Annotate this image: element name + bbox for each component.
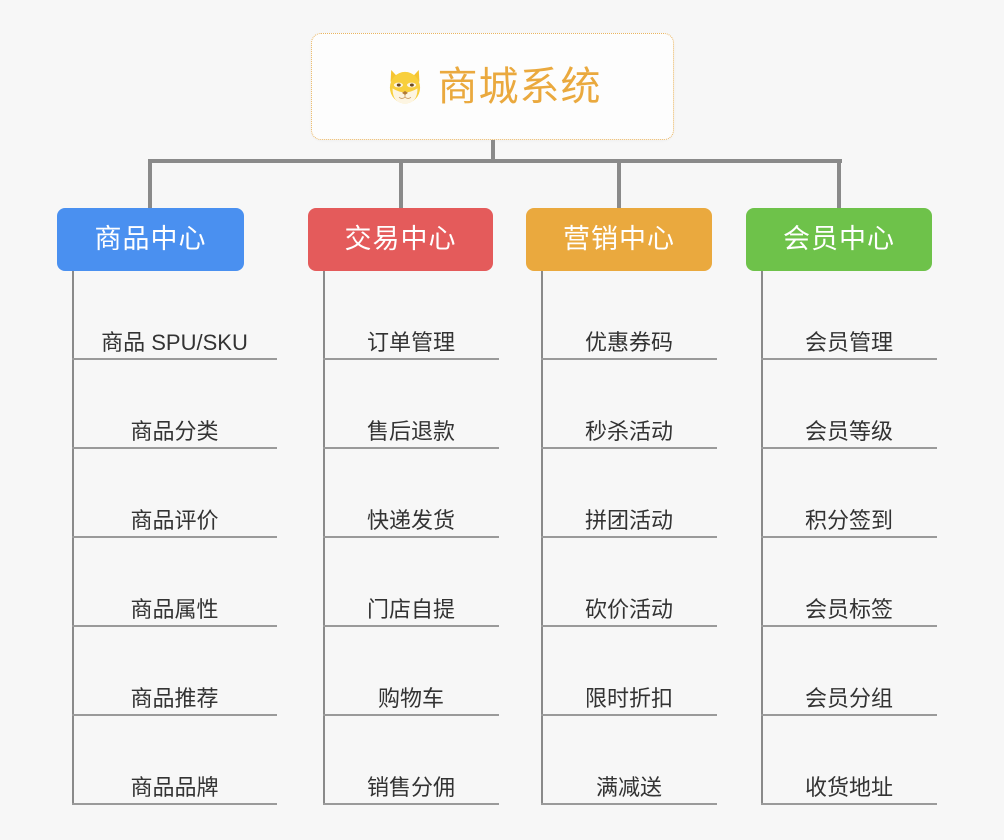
leaf-label: 订单管理 — [366, 329, 455, 355]
connector-drop-product-center — [148, 159, 152, 209]
leaf-label: 门店自提 — [366, 596, 455, 622]
leaf-label: 限时折扣 — [584, 685, 673, 711]
leaf-item[interactable]: 会员分组 — [761, 627, 937, 716]
category-label: 交易中心 — [344, 224, 457, 254]
leaf-label: 商品推荐 — [130, 685, 219, 711]
leaf-label: 会员等级 — [804, 418, 893, 444]
leaf-label: 会员标签 — [804, 596, 893, 622]
leaf-item[interactable]: 收货地址 — [761, 716, 937, 805]
leaf-label: 拼团活动 — [584, 507, 673, 533]
branch-trunk-line — [761, 271, 763, 805]
leaf-item[interactable]: 销售分佣 — [323, 716, 499, 805]
root-node-mall-system[interactable]: 商城系统 — [311, 33, 674, 140]
leaf-item[interactable]: 商品属性 — [72, 538, 277, 627]
connector-drop-marketing-center — [617, 159, 621, 209]
leaf-item[interactable]: 拼团活动 — [541, 449, 717, 538]
leaf-item[interactable]: 满减送 — [541, 716, 717, 805]
leaf-label: 收货地址 — [804, 774, 893, 800]
leaf-item[interactable]: 商品评价 — [72, 449, 277, 538]
leaf-label: 快递发货 — [366, 507, 455, 533]
category-label: 商品中心 — [94, 224, 207, 254]
leaf-label: 商品评价 — [130, 507, 219, 533]
leaf-item[interactable]: 快递发货 — [323, 449, 499, 538]
leaf-label: 会员分组 — [804, 685, 893, 711]
connector-root-stem — [491, 140, 495, 162]
leaf-item[interactable]: 商品推荐 — [72, 627, 277, 716]
connector-drop-trade-center — [399, 159, 403, 209]
leaf-item[interactable]: 会员管理 — [761, 271, 937, 360]
category-node-trade-center[interactable]: 交易中心 — [308, 208, 493, 271]
leaf-label: 购物车 — [377, 685, 444, 711]
leaf-label: 优惠券码 — [584, 329, 673, 355]
leaf-label: 满减送 — [595, 774, 662, 800]
leaf-item[interactable]: 商品分类 — [72, 360, 277, 449]
leaf-item[interactable]: 会员等级 — [761, 360, 937, 449]
category-node-product-center[interactable]: 商品中心 — [57, 208, 244, 271]
leaf-item[interactable]: 门店自提 — [323, 538, 499, 627]
leaf-item[interactable]: 限时折扣 — [541, 627, 717, 716]
leaf-item[interactable]: 积分签到 — [761, 449, 937, 538]
leaf-label: 商品 SPU/SKU — [101, 329, 248, 355]
leaf-label: 销售分佣 — [366, 774, 455, 800]
connector-drop-member-center — [837, 159, 841, 209]
leaf-item[interactable]: 订单管理 — [323, 271, 499, 360]
leaf-label: 砍价活动 — [584, 596, 673, 622]
category-node-marketing-center[interactable]: 营销中心 — [526, 208, 712, 271]
root-node-title: 商城系统 — [437, 64, 602, 109]
leaf-item[interactable]: 会员标签 — [761, 538, 937, 627]
branch-trunk-line — [323, 271, 325, 805]
leaf-label: 积分签到 — [804, 507, 893, 533]
root-node-content: 商城系统 — [384, 66, 602, 108]
leaf-item[interactable]: 售后退款 — [323, 360, 499, 449]
leaf-label: 秒杀活动 — [584, 418, 673, 444]
connector-horizontal-bar — [150, 159, 842, 163]
leaf-label: 售后退款 — [366, 418, 455, 444]
leaf-item[interactable]: 秒杀活动 — [541, 360, 717, 449]
leaf-item[interactable]: 购物车 — [323, 627, 499, 716]
leaf-label: 商品品牌 — [130, 774, 219, 800]
shiba-dog-face-emoji — [389, 69, 420, 104]
branch-trunk-line — [541, 271, 543, 805]
leaf-label: 会员管理 — [804, 329, 893, 355]
category-node-member-center[interactable]: 会员中心 — [746, 208, 932, 271]
leaf-label: 商品分类 — [130, 418, 219, 444]
leaf-item[interactable]: 优惠券码 — [541, 271, 717, 360]
leaf-item[interactable]: 砍价活动 — [541, 538, 717, 627]
branch-trunk-line — [72, 271, 74, 805]
category-label: 会员中心 — [783, 224, 895, 254]
leaf-label: 商品属性 — [130, 596, 219, 622]
leaf-item[interactable]: 商品 SPU/SKU — [72, 271, 277, 360]
leaf-item[interactable]: 商品品牌 — [72, 716, 277, 805]
category-label: 营销中心 — [563, 224, 675, 254]
